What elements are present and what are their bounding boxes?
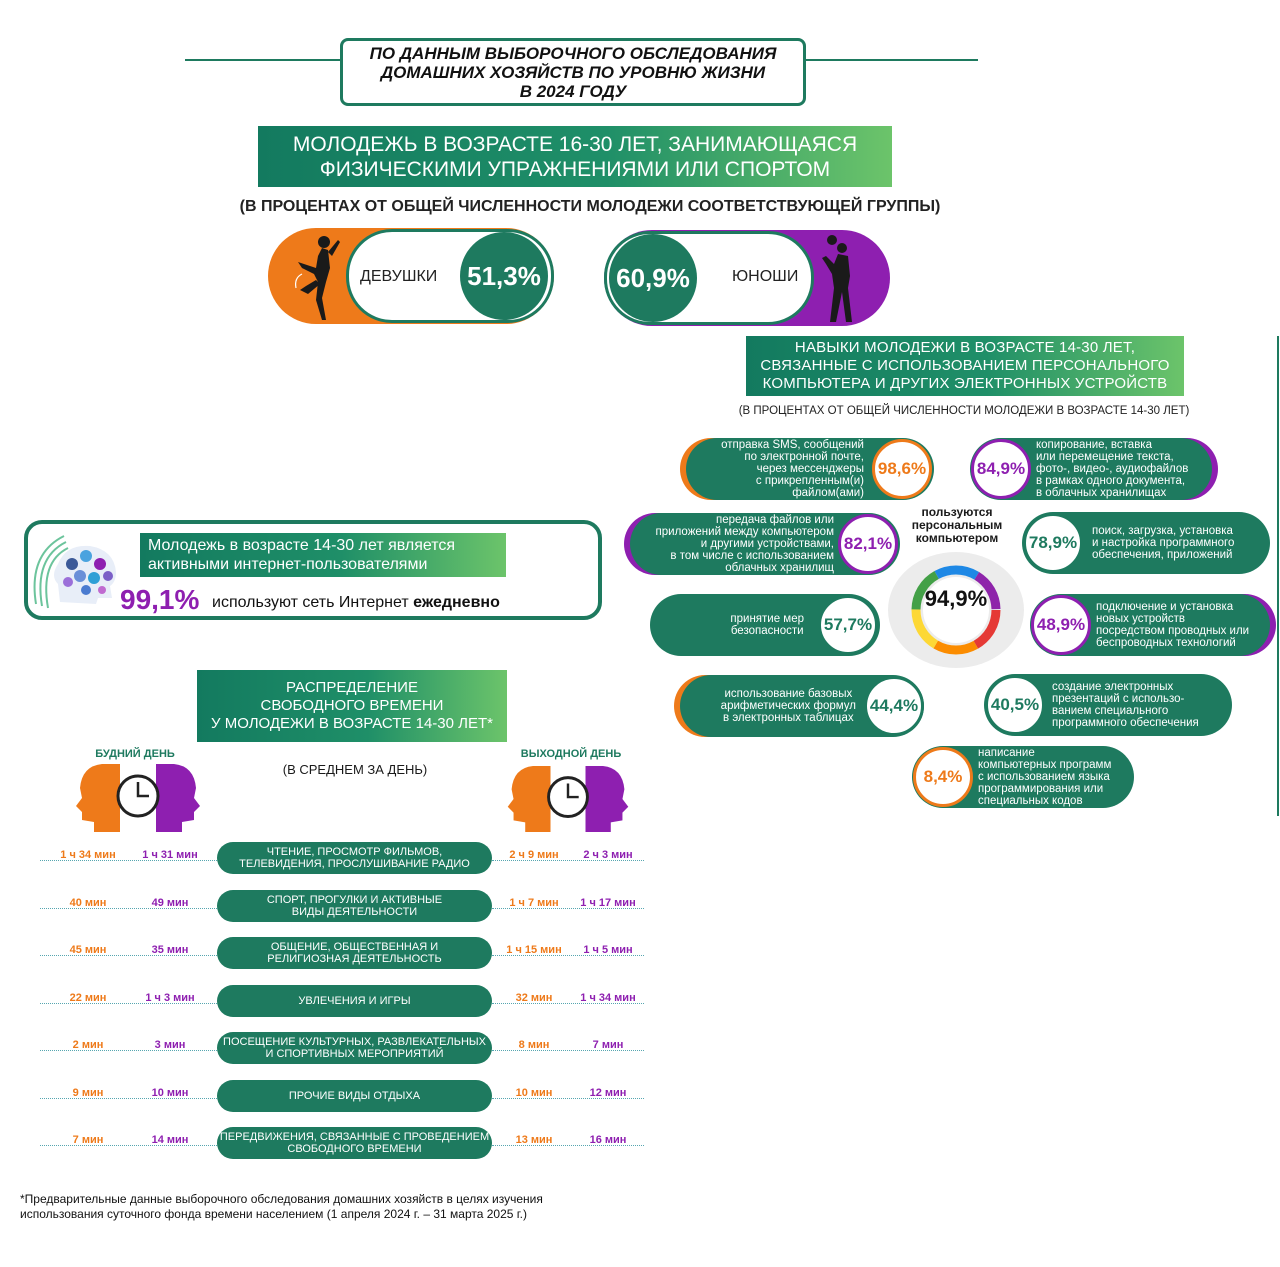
male-athlete-icon: [822, 235, 852, 322]
girls-label: ДЕВУШКИ: [360, 268, 438, 285]
weekday-label: БУДНИЙ ДЕНЬ: [95, 748, 175, 760]
skill-security-value: 57,7%: [818, 595, 878, 655]
internet-band: Молодежь в возрасте 14-30 лет является а…: [140, 533, 506, 577]
pc-users-value: 94,9%: [924, 586, 988, 611]
row-leader-left: [40, 1050, 217, 1051]
internet-text: используют сеть Интернет ежедневно: [212, 594, 500, 611]
weekday-female-time: 40 мин: [69, 896, 107, 909]
row-leader-right: [492, 955, 644, 956]
leisure-subtitle: (В СРЕДНЕМ ЗА ДЕНЬ): [282, 762, 428, 777]
pc-users-label: пользуются персональным компьютером: [911, 505, 1003, 545]
skill-copy-paste-value: 84,9%: [971, 439, 1031, 499]
activity-pill: ПРОЧИЕ ВИДЫ ОТДЫХА: [217, 1079, 492, 1112]
weekend-male-time: 16 мин: [589, 1134, 627, 1146]
row-leader-left: [40, 907, 217, 909]
row-leader-left: [40, 1145, 217, 1146]
skills-side-rule: [1277, 336, 1279, 816]
weekday-female-time: 2 мин: [72, 1039, 104, 1051]
weekday-female-time: 1 ч 34 мин: [60, 849, 116, 861]
weekday-male-time: 1 ч 31 мин: [142, 849, 198, 861]
skills-subtitle: (В ПРОЦЕНТАХ ОТ ОБЩЕЙ ЧИСЛЕННОСТИ МОЛОДЕ…: [738, 405, 1190, 417]
skill-presentations-value: 40,5%: [985, 675, 1045, 735]
activity-pill: УВЛЕЧЕНИЯ И ИГРЫ: [217, 984, 492, 1017]
weekday-male-time: 10 мин: [151, 1086, 189, 1099]
row-leader-left: [40, 1097, 217, 1099]
weekday-male-time: 1 ч 3 мин: [145, 991, 195, 1004]
female-athlete-icon: [295, 236, 340, 320]
pc-users-ring: [911, 565, 1001, 655]
weekend-female-time: 10 мин: [515, 1086, 553, 1099]
weekend-male-time: 12 мин: [589, 1086, 627, 1099]
sport-title: МОЛОДЕЖЬ В ВОЗРАСТЕ 16-30 ЛЕТ, ЗАНИМАЮЩА…: [258, 126, 892, 187]
skill-device-connect-value: 48,9%: [1031, 595, 1091, 655]
weekend-male-time: 1 ч 34 мин: [580, 991, 636, 1004]
sport-subtitle: (В ПРОЦЕНТАХ ОТ ОБЩЕЙ ЧИСЛЕННОСТИ МОЛОДЕ…: [239, 198, 941, 215]
skill-file-transfer-value: 82,1%: [838, 514, 898, 574]
weekend-male-time: 2 ч 3 мин: [583, 849, 633, 861]
weekday-female-time: 22 мин: [69, 991, 107, 1004]
row-leader-right: [492, 1050, 644, 1051]
weekend-male-time: 1 ч 17 мин: [580, 896, 636, 909]
weekend-female-time: 1 ч 15 мин: [506, 944, 562, 956]
weekday-female-time: 9 мин: [72, 1086, 104, 1099]
weekday-male-time: 14 мин: [151, 1134, 189, 1146]
row-leader-left: [40, 955, 217, 956]
weekday-male-time: 35 мин: [151, 944, 189, 956]
weekday-clock-icon: [76, 764, 200, 832]
row-leader-right: [492, 1002, 644, 1004]
weekend-female-time: 1 ч 7 мин: [509, 896, 559, 909]
boys-label: ЮНОШИ: [732, 268, 799, 285]
skill-programming-value: 8,4%: [913, 747, 973, 807]
activity-pill: ЧТЕНИЕ, ПРОСМОТР ФИЛЬМОВ,ТЕЛЕВИДЕНИЯ, ПР…: [217, 842, 492, 874]
social-network-head-icon: [33, 535, 116, 609]
skill-messaging-value: 98,6%: [872, 439, 932, 499]
boys-value: 60,9%: [609, 234, 697, 322]
girls-value: 51,3%: [460, 232, 548, 320]
weekday-male-time: 3 мин: [154, 1039, 186, 1051]
internet-value: 99,1%: [120, 584, 200, 615]
row-leader-right: [492, 1145, 644, 1146]
weekend-male-time: 1 ч 5 мин: [583, 944, 633, 956]
row-leader-left: [40, 1002, 217, 1004]
weekend-clock-icon: [507, 765, 629, 833]
weekend-male-time: 7 мин: [592, 1039, 624, 1051]
skill-spreadsheets-value: 44,4%: [864, 676, 924, 736]
weekend-female-time: 8 мин: [518, 1039, 550, 1051]
weekday-male-time: 49 мин: [151, 896, 189, 909]
skills-title: НАВЫКИ МОЛОДЕЖИ В ВОЗРАСТЕ 14-30 ЛЕТ, СВ…: [746, 336, 1184, 396]
row-leader-right: [492, 1097, 644, 1099]
skill-software-install-value: 78,9%: [1023, 513, 1083, 573]
weekend-female-time: 13 мин: [515, 1134, 553, 1146]
leisure-title: РАСПРЕДЕЛЕНИЕ СВОБОДНОГО ВРЕМЕНИ У МОЛОД…: [197, 670, 507, 742]
weekend-label: ВЫХОДНОЙ ДЕНЬ: [520, 748, 622, 760]
weekday-female-time: 7 мин: [72, 1134, 104, 1146]
row-leader-right: [492, 907, 644, 909]
weekday-female-time: 45 мин: [69, 944, 107, 956]
row-leader-left: [40, 860, 217, 861]
weekend-female-time: 32 мин: [515, 991, 553, 1004]
weekend-female-time: 2 ч 9 мин: [509, 849, 559, 861]
survey-title: ПО ДАННЫМ ВЫБОРОЧНОГО ОБСЛЕДОВАНИЯ ДОМАШ…: [340, 38, 806, 106]
row-leader-right: [492, 860, 644, 861]
footnote: *Предварительные данные выборочного обсл…: [20, 1192, 543, 1221]
